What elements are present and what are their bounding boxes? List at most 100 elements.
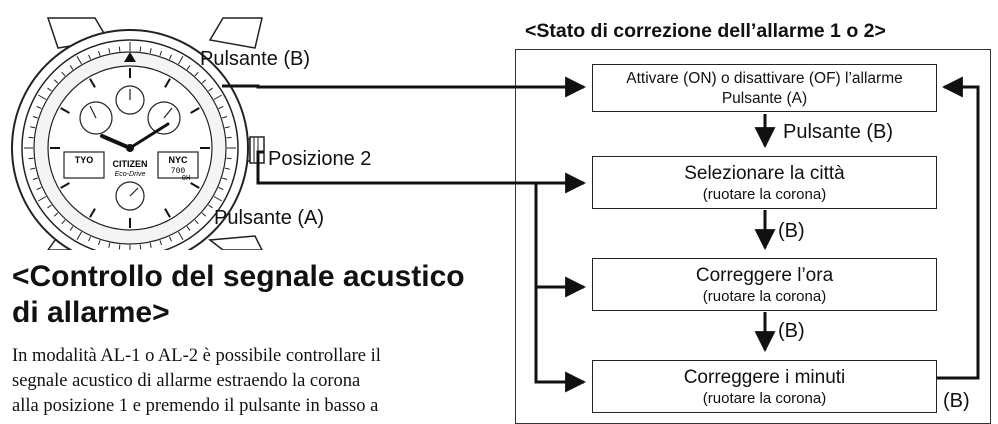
section-paragraph: In modalità AL-1 o AL-2 è possibile cont… <box>12 344 502 419</box>
bezel-tick <box>218 186 224 190</box>
bezel-tick <box>201 212 207 217</box>
bezel-tick <box>186 226 191 231</box>
bezel-tick <box>28 157 34 160</box>
connector-button-b <box>222 76 587 98</box>
bezel-tick <box>159 50 162 56</box>
bezel-tick <box>213 94 223 100</box>
box3-line1: Correggere l’ora <box>695 265 834 286</box>
flow-title: <Stato di correzione dell’allarme 1 o 2> <box>525 20 886 42</box>
bezel-tick <box>118 46 121 52</box>
bezel-tick <box>98 50 101 56</box>
bezel-tick <box>76 55 82 65</box>
bezel-tick <box>178 55 184 65</box>
flow-box-select-city: Selezionare la città (ruotare la corona) <box>592 156 937 209</box>
dial-hour-marker <box>190 182 200 189</box>
bezel-tick <box>69 65 74 70</box>
right-window-text: NYC <box>168 155 188 165</box>
dial-hour-marker <box>164 208 171 218</box>
bezel-tick <box>226 157 232 160</box>
box4-line2: (ruotare la corona) <box>702 390 827 407</box>
box1-line2: Pulsante (A) <box>721 90 808 107</box>
bezel-tick <box>30 126 36 129</box>
arrow3-label: (B) <box>778 320 805 342</box>
flow-box-alarm-on-off: Attivare (ON) o disattivare (OF) l’allar… <box>592 64 937 112</box>
bezel-tick <box>53 79 59 84</box>
bezel-tick <box>213 196 223 202</box>
right-window-digits: 700 <box>171 167 186 176</box>
bezel-tick <box>222 116 228 119</box>
bezel-tick <box>201 79 207 84</box>
dial-hour-marker <box>89 208 96 218</box>
bezel-tick <box>218 106 224 110</box>
bezel-tick <box>208 87 213 92</box>
watch-model: Eco-Drive <box>115 171 146 178</box>
bezel-tick <box>47 87 52 92</box>
section-heading: <Controllo del segnale acustico di allar… <box>12 259 465 331</box>
bezel-tick <box>30 167 36 170</box>
section-heading-line1: <Controllo del segnale acustico <box>12 260 465 293</box>
bezel-tick <box>224 126 230 129</box>
box1-line1: Attivare (ON) o disattivare (OF) l’allar… <box>626 70 903 87</box>
bezel-tick <box>139 46 142 52</box>
bezel-tick <box>226 136 232 139</box>
bezel-tick <box>208 204 213 209</box>
bezel-tick <box>28 136 34 139</box>
bezel-tick <box>36 106 42 110</box>
bezel-tick <box>159 240 162 246</box>
bezel-tick <box>32 116 38 119</box>
paragraph-line-1: In modalità AL-1 o AL-2 è possibile cont… <box>12 346 381 366</box>
bezel-tick <box>88 54 92 60</box>
bezel-tick <box>149 242 152 248</box>
return-loop <box>935 76 980 380</box>
bezel-tick <box>32 177 38 180</box>
watch-illustration: TYO NYC 700 0H CITIZEN Eco-Drive <box>11 17 265 250</box>
return-label: (B) <box>943 390 970 412</box>
box2-line2: (ruotare la corona) <box>702 186 827 203</box>
flow-box-correct-minutes: Correggere i minuti (ruotare la corona) <box>592 360 937 413</box>
bezel-tick <box>194 71 199 77</box>
paragraph-line-3: alla posizione 1 e premendo il pulsante … <box>12 396 379 416</box>
box4-line1: Correggere i minuti <box>683 367 846 388</box>
bezel-tick <box>88 236 92 242</box>
bezel-tick <box>149 48 152 54</box>
bezel-tick <box>108 242 111 248</box>
bezel-tick <box>98 240 101 246</box>
bezel-tick <box>37 94 47 100</box>
bezel-tick <box>108 48 111 54</box>
right-window-sub: 0H <box>182 175 190 183</box>
dial-hour-marker <box>164 78 171 88</box>
dial-hour-marker <box>190 107 200 114</box>
bezel-tick <box>61 219 66 225</box>
bezel-tick <box>186 65 191 70</box>
bezel-tick <box>47 204 52 209</box>
arrow1-label: Pulsante (B) <box>783 121 894 143</box>
connector-position-2 <box>256 150 587 194</box>
paragraph-line-2: segnale acustico di allarme estraendo la… <box>12 371 361 391</box>
bezel-tick <box>37 196 47 202</box>
dial-hour-marker <box>60 107 70 114</box>
button-a-label: Pulsante (A) <box>214 207 325 229</box>
bezel-tick <box>76 231 82 241</box>
box2-line1: Selezionare la città <box>684 163 845 184</box>
bezel-tick <box>178 231 184 241</box>
bezel-tick <box>61 71 66 77</box>
left-window-text: TYO <box>75 155 94 165</box>
connector-to-box4 <box>534 183 587 393</box>
watch-brand: CITIZEN <box>113 159 148 169</box>
dial-hour-marker <box>89 78 96 88</box>
bezel-tick <box>53 212 59 217</box>
section-heading-line2: di allarme> <box>12 296 170 329</box>
bezel-tick <box>222 177 228 180</box>
dial-hour-marker <box>60 182 70 189</box>
bezel-tick <box>36 186 42 190</box>
bezel-tick <box>69 226 74 231</box>
button-b-label: Pulsante (B) <box>200 48 311 70</box>
bezel-tick <box>168 54 172 60</box>
bezel-tick <box>168 236 172 242</box>
bezel-tick <box>118 244 121 250</box>
flow-box-correct-hour: Correggere l’ora (ruotare la corona) <box>592 258 937 311</box>
position-2-label: Posizione 2 <box>268 148 372 170</box>
bezel-tick <box>194 219 199 225</box>
